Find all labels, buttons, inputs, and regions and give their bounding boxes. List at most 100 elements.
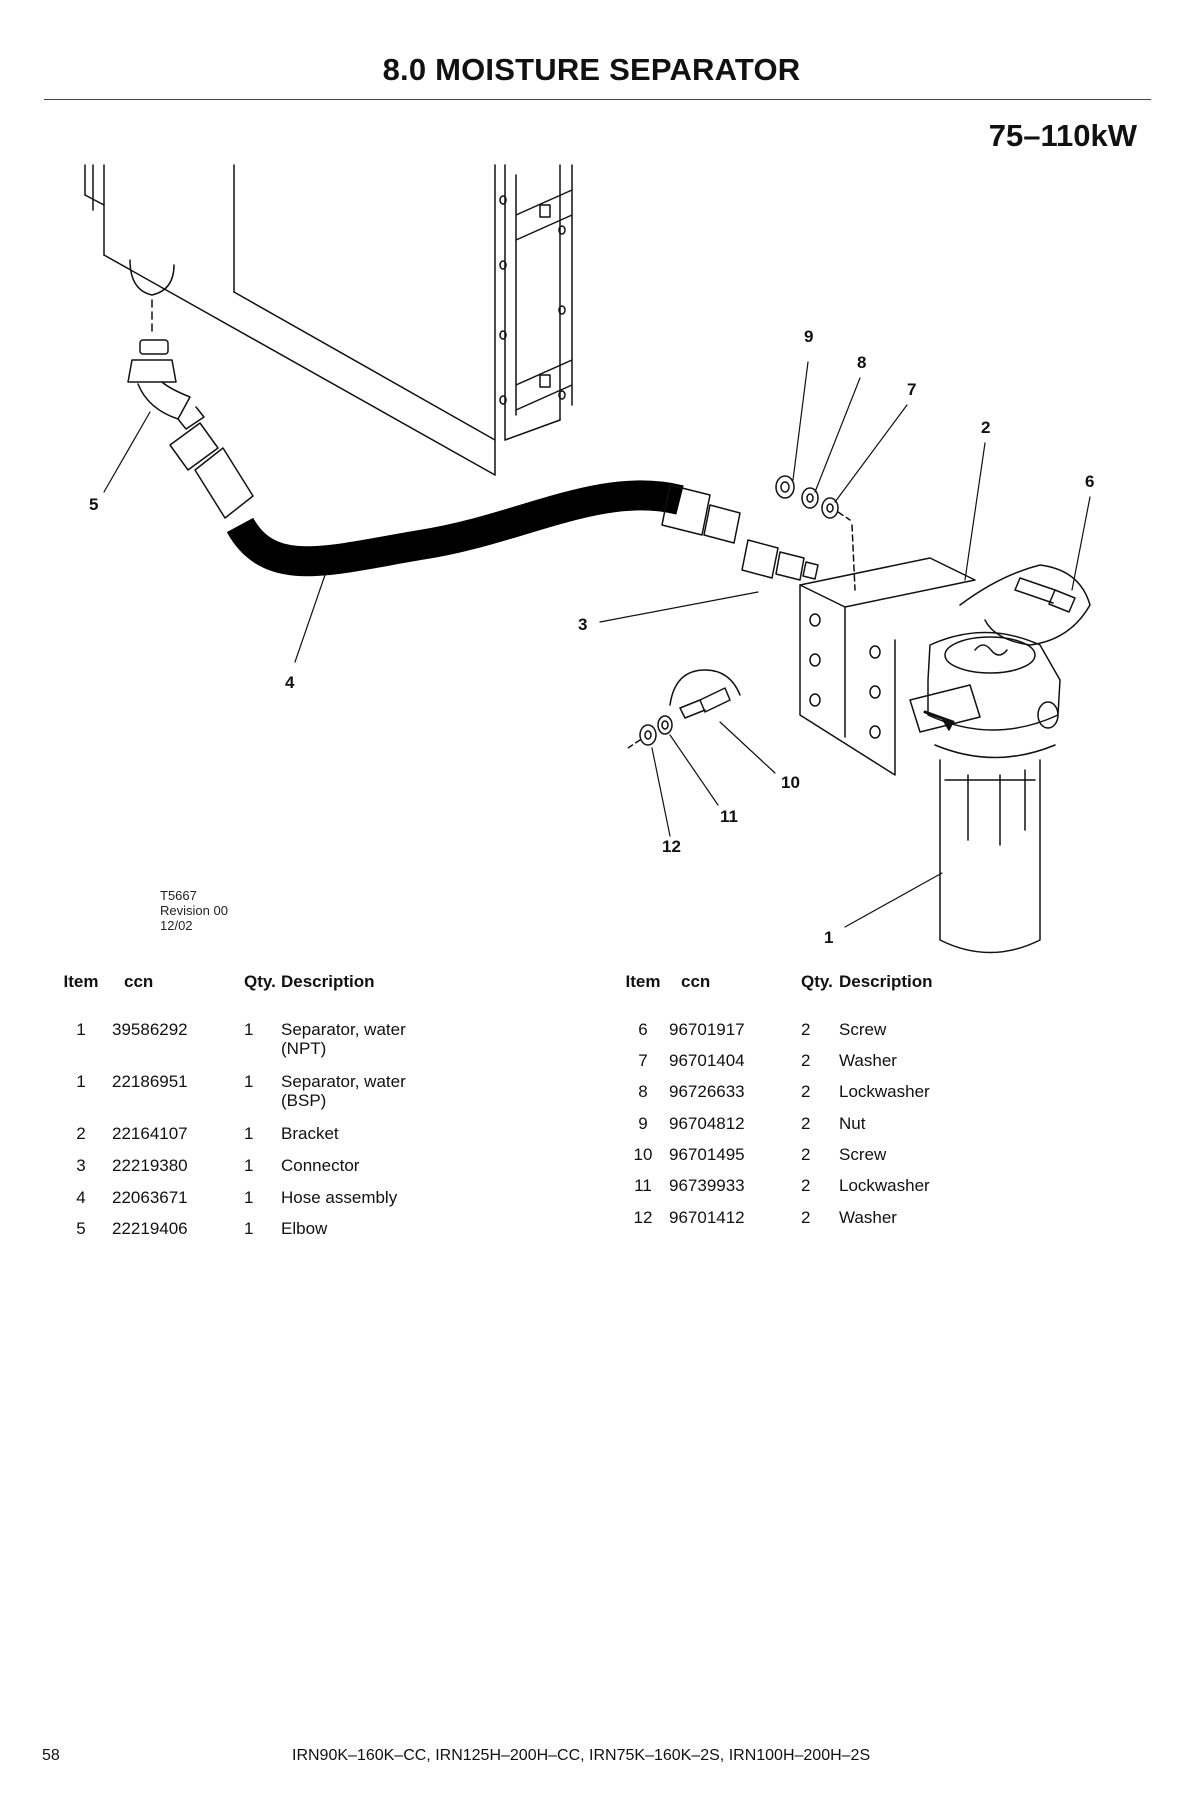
callout-11: 11: [720, 807, 738, 826]
row-description: Screw: [839, 1020, 887, 1039]
parts-table-left: Item ccn Qty. Description 1 39586292 1 S…: [50, 972, 451, 1250]
row-description: Hose assembly: [281, 1188, 398, 1207]
callout-5: 5: [89, 495, 98, 514]
row-qty: 2: [801, 1020, 811, 1039]
table-row: 1 22186951 1 Separator, water (BSP): [50, 1072, 451, 1124]
header-ccn: ccn: [681, 972, 711, 991]
table-row: 8 96726633 2 Lockwasher: [617, 1082, 999, 1114]
row-description: Elbow: [281, 1219, 328, 1238]
table-row: 7 96701404 2 Washer: [617, 1051, 999, 1082]
row-qty: 1: [244, 1188, 254, 1207]
header-item: Item: [625, 972, 661, 991]
table-header-row: Item ccn Qty. Description: [617, 972, 999, 996]
figure-id: T5667: [160, 888, 197, 903]
row-qty: 1: [244, 1020, 254, 1039]
row-description: Lockwasher: [839, 1176, 930, 1195]
table-row: 2 22164107 1 Bracket: [50, 1124, 451, 1156]
row-item: 10: [633, 1145, 653, 1164]
table-row: 9 96704812 2 Nut: [617, 1114, 999, 1145]
row-ccn: 22219380: [112, 1156, 188, 1175]
nut-and-washers: [775, 475, 856, 591]
parts-table-right: Item ccn Qty. Description 6 96701917 2 S…: [617, 972, 999, 1239]
row-description: Screw: [839, 1145, 887, 1164]
footer-models: IRN90K–160K–CC, IRN125H–200H–CC, IRN75K–…: [292, 1747, 871, 1764]
row-ccn: 22186951: [112, 1072, 188, 1091]
table-row: 4 22063671 1 Hose assembly: [50, 1188, 451, 1219]
row-item: 1: [76, 1020, 86, 1039]
callout-6: 6: [1085, 472, 1094, 491]
exploded-parts-diagram: 9 8 7 2 6 5 3 4 10 11 12 1: [84, 164, 1094, 954]
page-title: 8.0 MOISTURE SEPARATOR: [382, 52, 801, 87]
row-item: 7: [638, 1051, 648, 1070]
row-description: Connector: [281, 1156, 360, 1175]
row-description: Separator, water (BSP): [281, 1072, 406, 1110]
row-item: 1: [76, 1072, 86, 1091]
table-row: 1 39586292 1 Separator, water (NPT): [50, 1020, 451, 1072]
row-item: 12: [633, 1208, 653, 1227]
hose-assembly: [169, 422, 741, 577]
header-ccn: ccn: [124, 972, 154, 991]
row-item: 11: [634, 1176, 652, 1195]
title-rule: [44, 99, 1151, 100]
callout-12: 12: [662, 837, 681, 856]
row-item: 9: [638, 1114, 648, 1133]
connector-fitting: [741, 539, 819, 581]
row-ccn: 96704812: [669, 1114, 745, 1133]
table-row: 3 22219380 1 Connector: [50, 1156, 451, 1188]
callout-1: 1: [824, 928, 833, 947]
row-description: Washer: [839, 1208, 897, 1227]
row-ccn: 96739933: [669, 1176, 745, 1195]
row-item: 4: [76, 1188, 86, 1207]
row-qty: 2: [801, 1208, 811, 1227]
row-ccn: 39586292: [112, 1020, 188, 1039]
page-number: 58: [42, 1747, 60, 1764]
header-qty: Qty.: [801, 972, 833, 991]
row-description: Nut: [839, 1114, 866, 1133]
row-qty: 1: [244, 1156, 254, 1175]
row-qty: 2: [801, 1176, 811, 1195]
screw-detail: [959, 564, 1091, 646]
row-item: 5: [76, 1219, 86, 1238]
header-qty: Qty.: [244, 972, 276, 991]
row-ccn: 22164107: [112, 1124, 188, 1143]
row-item: 3: [76, 1156, 86, 1175]
water-separator: [909, 631, 1061, 954]
row-description: Washer: [839, 1051, 897, 1070]
figure-date: 12/02: [160, 918, 193, 933]
callout-9: 9: [804, 327, 813, 346]
callout-2: 2: [981, 418, 990, 437]
mounting-bracket: [799, 557, 976, 776]
callout-7: 7: [907, 380, 916, 399]
machine-housing: [84, 164, 573, 476]
row-ccn: 22063671: [112, 1188, 188, 1207]
row-qty: 1: [244, 1219, 254, 1238]
header-description: Description: [281, 972, 375, 991]
row-item: 8: [638, 1082, 648, 1101]
row-item: 2: [76, 1124, 86, 1143]
row-ccn: 96701917: [669, 1020, 745, 1039]
callout-3: 3: [578, 615, 587, 634]
table-row: 6 96701917 2 Screw: [617, 1020, 999, 1051]
row-qty: 2: [801, 1114, 811, 1133]
row-description: Lockwasher: [839, 1082, 930, 1101]
header-item: Item: [63, 972, 99, 991]
table-row: 12 96701412 2 Washer: [617, 1208, 999, 1239]
row-ccn: 22219406: [112, 1219, 188, 1238]
row-ccn: 96701495: [669, 1145, 745, 1164]
leader-lines: [103, 361, 1091, 928]
row-ccn: 96701412: [669, 1208, 745, 1227]
elbow-fitting: [127, 339, 205, 430]
row-item: 6: [638, 1020, 648, 1039]
row-qty: 2: [801, 1145, 811, 1164]
table-row: 10 96701495 2 Screw: [617, 1145, 999, 1176]
callout-8: 8: [857, 353, 866, 372]
table-header-row: Item ccn Qty. Description: [50, 972, 451, 996]
row-ccn: 96726633: [669, 1082, 745, 1101]
row-ccn: 96701404: [669, 1051, 745, 1070]
figure-revision: Revision 00: [160, 903, 228, 918]
table-row: 11 96739933 2 Lockwasher: [617, 1176, 999, 1208]
row-description: Bracket: [281, 1124, 339, 1143]
row-qty: 2: [801, 1082, 811, 1101]
row-qty: 2: [801, 1051, 811, 1070]
header-description: Description: [839, 972, 933, 991]
